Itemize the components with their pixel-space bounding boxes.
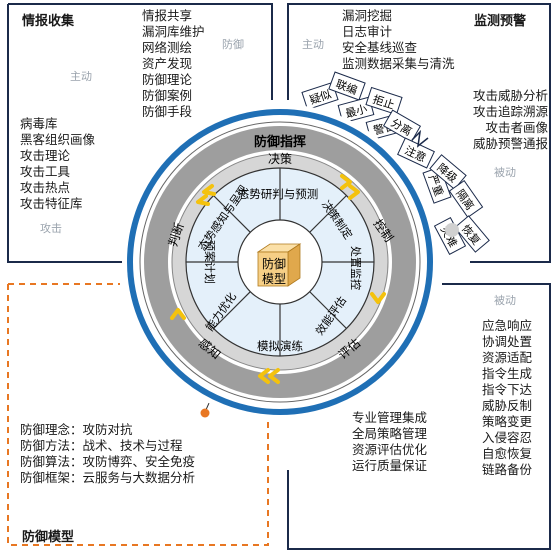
list-item: 攻击威胁分析 bbox=[472, 88, 548, 103]
response-action-list: 应急响应 协调处置 资源适配 指令生成 指令下达 威胁反制 策略变更 入侵容忍 … bbox=[482, 318, 532, 478]
list-item: 日志审计 bbox=[342, 24, 393, 39]
list-item: 情报共享 bbox=[142, 8, 193, 23]
list-item: 攻击工具 bbox=[20, 164, 71, 179]
list-item: 黑客组织画像 bbox=[20, 132, 96, 147]
monitor-passive-list: 攻击威胁分析 攻击追踪溯源 攻击者画像 威胁预警通报 bbox=[464, 88, 548, 152]
list-item: 全局策略管理 bbox=[352, 426, 428, 441]
sector-label: 处置监控 bbox=[349, 246, 363, 290]
ring-label-judge: 判断 bbox=[165, 221, 187, 248]
model-title: 防御模型 bbox=[22, 530, 75, 545]
intel-frame-left bbox=[7, 4, 155, 263]
intel-defense-list: 情报共享 漏洞库维护 网络测绘 资产发现 防御理论 防御案例 防御手段 bbox=[142, 8, 205, 120]
response-frame bbox=[287, 283, 551, 550]
grey-band bbox=[144, 126, 416, 398]
model-frame-dashed bbox=[7, 284, 269, 546]
response-passive-label: 被动 bbox=[494, 294, 516, 307]
monitor-title: 监测预警 bbox=[474, 14, 527, 29]
chevron-icon bbox=[370, 292, 386, 304]
list-item: 资源适配 bbox=[482, 350, 533, 365]
bolt-icon bbox=[411, 129, 429, 148]
list-item: 运行质量保证 bbox=[352, 458, 428, 473]
list-item: 攻击特征库 bbox=[20, 196, 83, 211]
list-item: 指令下达 bbox=[482, 382, 533, 397]
list-item: 网络测绘 bbox=[142, 40, 193, 55]
outer-outline bbox=[139, 121, 421, 403]
cube-icon bbox=[256, 243, 302, 287]
svg-text:拒止: 拒止 bbox=[371, 93, 396, 112]
ring-label-decide: 决策 bbox=[268, 152, 292, 166]
list-item: 监测数据采集与清洗 bbox=[342, 56, 455, 71]
svg-text:最小: 最小 bbox=[344, 102, 369, 120]
intel-defense-label: 防御 bbox=[222, 38, 244, 51]
list-item: 防御手段 bbox=[142, 104, 193, 119]
list-item: 协调处置 bbox=[482, 334, 533, 349]
wheel-title: 防御指挥 bbox=[254, 134, 306, 150]
list-item: 防御理念：攻防对抗 bbox=[20, 422, 133, 437]
list-item: 攻击热点 bbox=[20, 180, 71, 195]
sector-label: 预案计划 bbox=[203, 240, 217, 284]
list-item: 资产发现 bbox=[142, 56, 193, 71]
intel-frame-top bbox=[8, 3, 273, 100]
monitor-passive-label: 被动 bbox=[494, 166, 516, 179]
response-management-list: 专业管理集成 全局策略管理 资源评估优化 运行质量保证 bbox=[352, 410, 427, 474]
model-pointer-dot bbox=[200, 408, 210, 418]
chevron-icon bbox=[202, 184, 216, 196]
list-item: 应急响应 bbox=[482, 318, 533, 333]
intel-attack-list: 病毒库 黑客组织画像 攻击理论 攻击工具 攻击热点 攻击特征库 bbox=[20, 116, 95, 212]
list-item: 指令生成 bbox=[482, 366, 533, 381]
flow-arrows bbox=[170, 174, 386, 384]
chevron-icon bbox=[348, 184, 360, 200]
alert-tag: 拒止 bbox=[365, 86, 403, 116]
chevron-icon bbox=[170, 308, 186, 320]
sector-label: 模拟演练 bbox=[257, 339, 303, 353]
chevron-icon bbox=[196, 194, 210, 206]
list-item: 入侵容忍 bbox=[482, 430, 533, 445]
svg-text:疑似: 疑似 bbox=[308, 88, 333, 107]
intel-active-label: 主动 bbox=[70, 70, 92, 83]
list-item: 威胁反制 bbox=[482, 398, 533, 413]
chevron-icon bbox=[268, 368, 280, 384]
list-item: 安全基线巡查 bbox=[342, 40, 418, 55]
list-item: 策略变更 bbox=[482, 414, 533, 429]
monitor-active-list: 漏洞挖掘 日志审计 安全基线巡查 监测数据采集与清洗 bbox=[342, 8, 455, 72]
center-label-2: 模型 bbox=[262, 272, 286, 286]
monitor-active-label: 主动 bbox=[302, 38, 324, 51]
list-item: 病毒库 bbox=[20, 116, 58, 131]
chevron-icon bbox=[340, 174, 352, 190]
alert-tag: 分离 bbox=[382, 109, 422, 143]
list-item: 防御框架：云服务与大数据分析 bbox=[20, 470, 196, 485]
list-item: 防御理论 bbox=[142, 72, 193, 87]
monitor-frame bbox=[287, 3, 551, 263]
list-item: 防御方法：战术、技术与过程 bbox=[20, 438, 183, 453]
list-item: 威胁预警通报 bbox=[472, 136, 548, 151]
list-item: 资源评估优化 bbox=[352, 442, 428, 457]
list-item: 自愈恢复 bbox=[482, 446, 533, 461]
alert-tag: 降级 bbox=[429, 154, 467, 190]
intel-attack-label: 攻击 bbox=[40, 222, 62, 235]
list-item: 专业管理集成 bbox=[352, 410, 428, 425]
list-item: 攻击理论 bbox=[20, 148, 71, 163]
list-item: 攻击追踪溯源 bbox=[472, 104, 548, 119]
shield-dot-icon bbox=[445, 223, 459, 237]
list-item: 防御算法：攻防博弈、安全免疫 bbox=[20, 454, 196, 469]
list-item: 漏洞挖掘 bbox=[342, 8, 393, 23]
list-item: 链路备份 bbox=[482, 462, 533, 477]
model-list: 防御理念：攻防对抗 防御方法：战术、技术与过程 防御算法：攻防博弈、安全免疫 防… bbox=[20, 422, 195, 486]
list-item: 防御案例 bbox=[142, 88, 193, 103]
center-label-1: 防御 bbox=[262, 256, 286, 271]
chevron-icon bbox=[258, 368, 270, 384]
intel-title: 情报收集 bbox=[22, 14, 75, 29]
list-item: 攻击者画像 bbox=[485, 120, 548, 135]
alert-tag: 联编 bbox=[328, 71, 366, 101]
list-item: 漏洞库维护 bbox=[142, 24, 205, 39]
sector-label: 态势研判与预测 bbox=[238, 187, 319, 201]
